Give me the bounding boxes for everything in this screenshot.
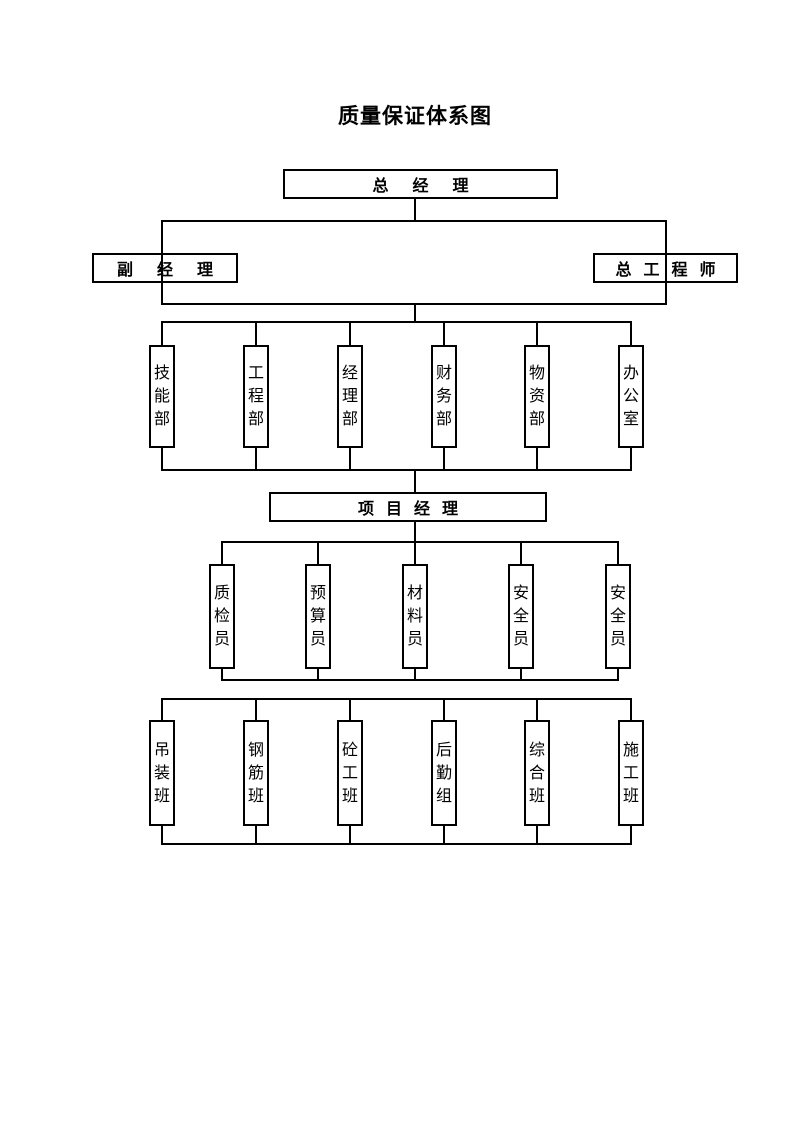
connector-line [221,679,619,681]
node-label-chief-engineer: 总工程师 [615,262,728,279]
connector-line [161,469,632,471]
document-title: 质量保证体系图 [338,104,492,128]
connector-line [630,321,632,346]
node-label-dept-management: 经理部 [341,365,358,428]
connector-line [255,825,257,845]
node-label-role-materials-officer: 材料员 [406,585,423,648]
node-role-budget-officer: 预算员 [305,564,331,669]
connector-line [221,668,223,681]
connector-line [161,698,632,700]
node-role-safety-officer-1: 安全员 [508,564,534,669]
connector-line [443,447,445,471]
node-label-crew-hoisting: 吊装班 [153,741,170,805]
node-dept-skills: 技能部 [149,345,175,448]
node-label-dept-engineering: 工程部 [247,365,264,428]
connector-line [414,469,416,493]
connector-line [255,447,257,471]
node-dept-engineering: 工程部 [243,345,269,448]
node-crew-concrete: 砼工班 [337,720,363,826]
connector-line [443,698,445,721]
node-label-crew-construction: 施工班 [622,741,639,805]
node-label-crew-logistics: 后勤组 [435,741,452,805]
node-crew-hoisting: 吊装班 [149,720,175,826]
node-label-dept-finance: 财务部 [435,365,452,428]
node-label-role-safety-officer-2: 安全员 [609,585,626,648]
node-deputy-manager: 副经理 [92,253,238,283]
node-dept-finance: 财务部 [431,345,457,448]
node-dept-office: 办公室 [618,345,644,448]
node-label-deputy-manager: 副经理 [116,262,237,279]
connector-line [161,321,163,346]
node-crew-construction: 施工班 [618,720,644,826]
node-role-quality-inspector: 质检员 [209,564,235,669]
connector-line [536,447,538,471]
connector-line [536,698,538,721]
connector-line [414,668,416,681]
connector-line [161,698,163,721]
node-label-dept-skills: 技能部 [153,365,170,428]
connector-line [161,220,163,305]
connector-line [520,541,522,565]
connector-line [221,541,223,565]
connector-line [414,303,416,323]
node-dept-management: 经理部 [337,345,363,448]
connector-line [414,521,416,543]
connector-line [617,668,619,681]
node-label-crew-rebar: 钢筋班 [247,741,264,805]
connector-line [161,220,667,222]
connector-line [349,698,351,721]
connector-line [317,541,319,565]
connector-line [665,220,667,305]
node-label-dept-office: 办公室 [622,365,639,428]
connector-line [520,668,522,681]
connector-line [161,843,632,845]
connector-line [349,447,351,471]
node-role-materials-officer: 材料员 [402,564,428,669]
connector-line [443,825,445,845]
node-label-crew-general: 综合班 [528,741,545,805]
connector-line [630,825,632,845]
connector-line [255,698,257,721]
node-label-general-manager: 总经理 [372,178,493,195]
connector-line [161,321,632,323]
connector-line [221,541,619,543]
node-crew-logistics: 后勤组 [431,720,457,826]
node-label-role-budget-officer: 预算员 [309,585,326,648]
node-label-role-safety-officer-1: 安全员 [512,585,529,648]
connector-line [630,447,632,471]
connector-line [161,447,163,471]
node-dept-materials: 物资部 [524,345,550,448]
node-general-manager: 总经理 [283,169,558,199]
connector-line [317,668,319,681]
connector-line [414,198,416,222]
connector-line [617,541,619,565]
node-label-project-manager: 项目经理 [357,501,470,518]
node-label-crew-concrete: 砼工班 [341,741,358,805]
connector-line [349,321,351,346]
connector-line [630,698,632,721]
node-crew-general: 综合班 [524,720,550,826]
node-role-safety-officer-2: 安全员 [605,564,631,669]
node-crew-rebar: 钢筋班 [243,720,269,826]
connector-line [443,321,445,346]
node-project-manager: 项目经理 [269,492,547,522]
connector-line [414,541,416,565]
connector-line [536,321,538,346]
node-label-dept-materials: 物资部 [528,365,545,428]
connector-line [161,825,163,845]
node-label-role-quality-inspector: 质检员 [213,585,230,648]
connector-line [349,825,351,845]
connector-line [536,825,538,845]
connector-line [255,321,257,346]
